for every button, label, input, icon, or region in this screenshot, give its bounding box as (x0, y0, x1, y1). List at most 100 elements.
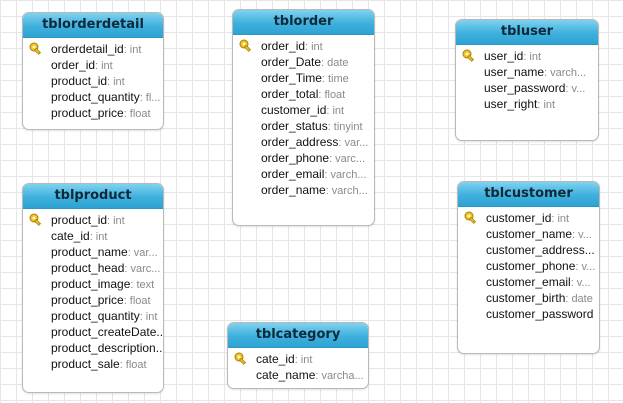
field-name: cate_name (256, 368, 316, 382)
field-row[interactable]: product_sale:float (23, 356, 163, 372)
field-row[interactable]: cate_id:int (23, 228, 163, 244)
key-icon (464, 211, 478, 225)
field-type: varch... (331, 185, 368, 197)
field-separator: : (318, 89, 322, 101)
field-separator: : (537, 99, 541, 111)
field-separator: : (139, 311, 143, 323)
field-row[interactable]: product_head:varc... (23, 260, 163, 276)
field-name: product_id (51, 74, 108, 88)
field-separator: : (544, 67, 548, 79)
field-separator: : (130, 279, 134, 291)
field-row[interactable]: cate_name:varcha... (228, 367, 368, 383)
field-type: fl... (145, 92, 161, 104)
field-name: product_head (51, 261, 125, 275)
field-name: user_id (484, 49, 524, 63)
field-type: varc... (335, 153, 366, 165)
field-row[interactable]: customer_id:int (233, 102, 374, 118)
field-separator: : (89, 231, 93, 243)
field-type: int (95, 231, 108, 243)
field-name: cate_id (51, 229, 90, 243)
field-row[interactable]: order_address:var... (233, 134, 374, 150)
field-name: order_Date (261, 55, 322, 69)
field-row[interactable]: order_Date:date (233, 54, 374, 70)
field-row[interactable]: product_createDate... (23, 324, 163, 340)
field-type: v... (576, 277, 591, 289)
field-row[interactable]: product_description... (23, 340, 163, 356)
field-row[interactable]: product_id:int (23, 73, 163, 89)
field-row[interactable]: order_Time:time (233, 70, 374, 86)
field-row[interactable]: user_name:varch... (456, 64, 598, 80)
field-separator: : (551, 213, 555, 225)
field-separator: : (124, 263, 128, 275)
field-name: customer_password (486, 307, 594, 321)
field-separator: : (565, 83, 569, 95)
entity-title[interactable]: tblorderdetail (23, 13, 163, 38)
field-row[interactable]: customer_address... (458, 242, 599, 258)
field-separator: : (315, 370, 319, 382)
field-name: order_phone (261, 151, 330, 165)
field-type: int (332, 105, 345, 117)
field-separator: : (523, 51, 527, 63)
entity-title[interactable]: tbluser (456, 20, 598, 45)
field-row[interactable]: order_total:float (233, 86, 374, 102)
field-name: user_password (484, 81, 566, 95)
field-row[interactable]: orderdetail_id:int (23, 41, 163, 57)
field-row[interactable]: user_right:int (456, 96, 598, 112)
field-row[interactable]: order_status:tinyint (233, 118, 374, 134)
field-separator: : (139, 92, 143, 104)
field-separator: : (321, 73, 325, 85)
field-row[interactable]: order_name:varch... (233, 182, 374, 198)
field-separator: : (572, 229, 576, 241)
field-row[interactable]: customer_birth:date (458, 290, 599, 306)
field-row[interactable]: order_email:varch... (233, 166, 374, 182)
field-row[interactable]: product_name:var... (23, 244, 163, 260)
field-name: cate_id (256, 352, 295, 366)
entity-title[interactable]: tblorder (233, 10, 374, 35)
entity-title[interactable]: tblcategory (228, 323, 368, 348)
field-row[interactable]: product_price:float (23, 105, 163, 121)
field-row[interactable]: product_price:float (23, 292, 163, 308)
field-separator: : (338, 137, 342, 149)
field-type: var... (133, 247, 158, 259)
field-name: user_right (484, 97, 538, 111)
field-name: order_total (261, 87, 319, 101)
field-row[interactable]: customer_email:v... (458, 274, 599, 290)
field-name: order_id (261, 39, 306, 53)
field-row[interactable]: product_id:int (23, 212, 163, 228)
field-row[interactable]: product_quantity:fl... (23, 89, 163, 105)
field-name: orderdetail_id (51, 42, 124, 56)
field-type: var... (344, 137, 369, 149)
field-type: v... (571, 83, 586, 95)
field-row[interactable]: customer_password (458, 306, 599, 322)
key-icon (29, 213, 43, 227)
field-separator: : (575, 261, 579, 273)
field-row[interactable]: order_id:int (233, 38, 374, 54)
entity-title[interactable]: tblcustomer (458, 182, 599, 207)
field-row[interactable]: product_quantity:int (23, 308, 163, 324)
field-type: int (557, 213, 570, 225)
field-row[interactable]: user_password:v... (456, 80, 598, 96)
field-row[interactable]: customer_phone:v... (458, 258, 599, 274)
field-row[interactable]: customer_name:v... (458, 226, 599, 242)
field-row[interactable]: user_id:int (456, 48, 598, 64)
field-row[interactable]: order_id:int (23, 57, 163, 73)
field-name: product_price (51, 106, 124, 120)
field-name: product_price (51, 293, 124, 307)
field-row[interactable]: order_phone:varc... (233, 150, 374, 166)
entity-title[interactable]: tblproduct (23, 184, 163, 209)
field-row[interactable]: customer_id:int (458, 210, 599, 226)
field-row[interactable]: product_image:text (23, 276, 163, 292)
field-separator: : (119, 359, 123, 371)
field-row[interactable]: cate_id:int (228, 351, 368, 367)
field-name: product_image (51, 277, 131, 291)
field-name: order_id (51, 58, 96, 72)
